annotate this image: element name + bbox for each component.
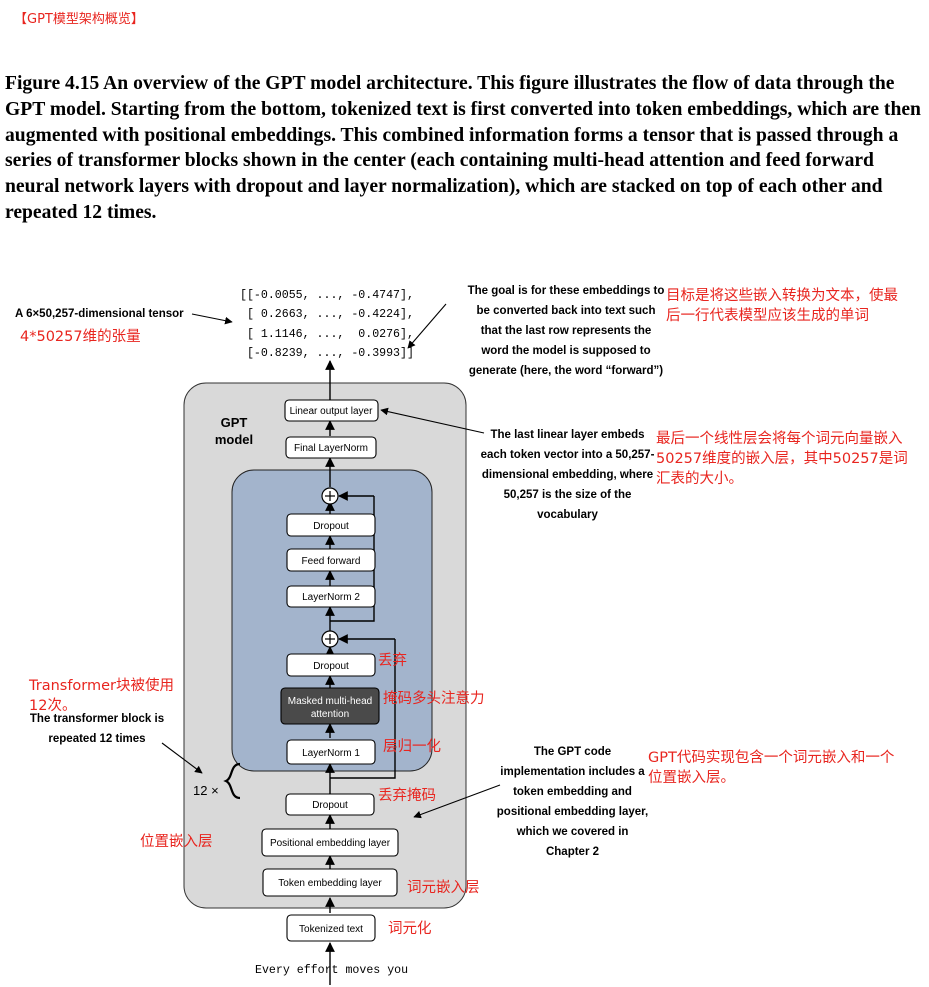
input-text: Every effort moves you bbox=[255, 964, 409, 977]
cn-tokenized: 词元化 bbox=[388, 921, 432, 937]
note-tensor: A 6×50,257-dimensional tensor bbox=[15, 308, 184, 320]
token-embedding-label: Token embedding layer bbox=[278, 878, 382, 889]
tokenized-text-box bbox=[286, 914, 376, 942]
layernorm1-box bbox=[286, 739, 376, 765]
cn-token-emb: 词元嵌入层 bbox=[407, 880, 480, 896]
dropout-top-label: Dropout bbox=[313, 521, 349, 532]
cn-layernorm1: 层归一化 bbox=[383, 739, 441, 755]
attention-box bbox=[280, 687, 380, 725]
output-tensor: [[-0.0055, ..., -0.4747], [ 0.2663, ...,… bbox=[240, 289, 414, 361]
cn-tensor: 4*50257维的张量 bbox=[20, 329, 141, 345]
final-layernorm-label: Final LayerNorm bbox=[294, 443, 368, 454]
attention-label-1: Masked multi-head bbox=[288, 696, 372, 707]
final-layernorm-box bbox=[285, 436, 377, 459]
dropout-top-box bbox=[286, 513, 376, 537]
residual-add-bottom bbox=[321, 630, 339, 648]
cn-attention: 掩码多头注意力 bbox=[383, 691, 485, 707]
attention-label-2: attention bbox=[311, 709, 349, 720]
feed-forward-box bbox=[286, 548, 376, 572]
dropout-emb-box bbox=[285, 793, 375, 816]
linear-output-label: Linear output layer bbox=[290, 406, 374, 417]
token-embedding-box bbox=[262, 868, 398, 897]
figure-caption: Figure 4.15 An overview of the GPT model… bbox=[5, 73, 921, 223]
layernorm1-label: LayerNorm 1 bbox=[302, 748, 360, 759]
cn-dropout-emb: 丢弃掩码 bbox=[378, 788, 436, 804]
feed-forward-label: Feed forward bbox=[302, 556, 361, 567]
page-header: 【GPT模型架构概览】 bbox=[14, 12, 144, 27]
dropout-emb-label: Dropout bbox=[312, 800, 348, 811]
repeat-brace bbox=[223, 762, 241, 800]
cn-goal: 目标是将这些嵌入转换为文本，使最后一行代表模型应该生成的单词 bbox=[666, 288, 898, 324]
dropout-mid-label: Dropout bbox=[313, 661, 349, 672]
residual-add-top bbox=[321, 487, 339, 505]
cn-dropout-mid: 丢弃 bbox=[378, 653, 407, 669]
positional-embedding-box bbox=[261, 828, 399, 857]
gpt-model-title-2: model bbox=[215, 432, 253, 447]
tokenized-text-label: Tokenized text bbox=[299, 924, 363, 935]
dropout-mid-box bbox=[286, 653, 376, 677]
linear-output-box bbox=[284, 399, 379, 422]
gpt-model-title-1: GPT bbox=[221, 415, 248, 430]
cn-code: GPT代码实现包含一个词元嵌入和一个位置嵌入层。 bbox=[648, 750, 895, 786]
layernorm2-box bbox=[286, 585, 376, 608]
repeat-count-label: 12 × bbox=[193, 783, 219, 798]
positional-embedding-label: Positional embedding layer bbox=[270, 838, 391, 849]
cn-positional: 位置嵌入层 bbox=[140, 834, 213, 850]
layernorm2-label: LayerNorm 2 bbox=[302, 592, 360, 603]
